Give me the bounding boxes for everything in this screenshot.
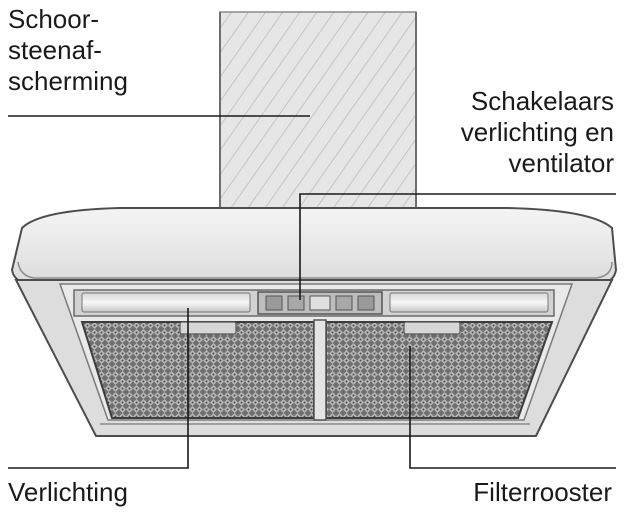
switch-button[interactable]	[287, 295, 305, 311]
label-lighting: Verlichting	[8, 477, 128, 507]
switch-button[interactable]	[357, 295, 375, 311]
chimney-cover	[219, 11, 417, 215]
filter-left	[80, 321, 315, 419]
label-switches-line-2: verlichting en	[460, 117, 614, 147]
grease-filters	[80, 319, 554, 421]
leader-filter	[409, 346, 616, 469]
filter-handle[interactable]	[403, 321, 461, 335]
lamp-right	[389, 292, 549, 313]
filter-divider	[313, 319, 327, 421]
label-switches-line-3: ventilator	[508, 148, 615, 178]
switch-button[interactable]	[335, 295, 353, 311]
hood-canopy	[10, 207, 618, 285]
label-chimney-cover-line-1: Schoor-	[8, 4, 100, 34]
leader-switches	[299, 193, 616, 300]
label-chimney-cover-line-3: scherming	[8, 66, 128, 96]
switch-panel[interactable]	[257, 291, 383, 315]
label-chimney-cover-line-2: steenaf-	[8, 35, 102, 65]
filter-right	[325, 321, 554, 419]
lamp-left	[81, 292, 251, 313]
label-chimney-cover: Schoor- steenaf- scherming	[8, 4, 128, 97]
switch-button[interactable]	[309, 295, 331, 311]
leader-lines	[8, 115, 616, 469]
filter-handle[interactable]	[179, 321, 237, 335]
label-switches-line-1: Schakelaars	[470, 86, 614, 116]
label-filter-grille: Filterrooster	[473, 477, 612, 507]
leader-lighting	[8, 308, 189, 469]
label-switches: Schakelaars verlichting en ventilator	[461, 86, 614, 179]
switch-button[interactable]	[265, 295, 283, 311]
